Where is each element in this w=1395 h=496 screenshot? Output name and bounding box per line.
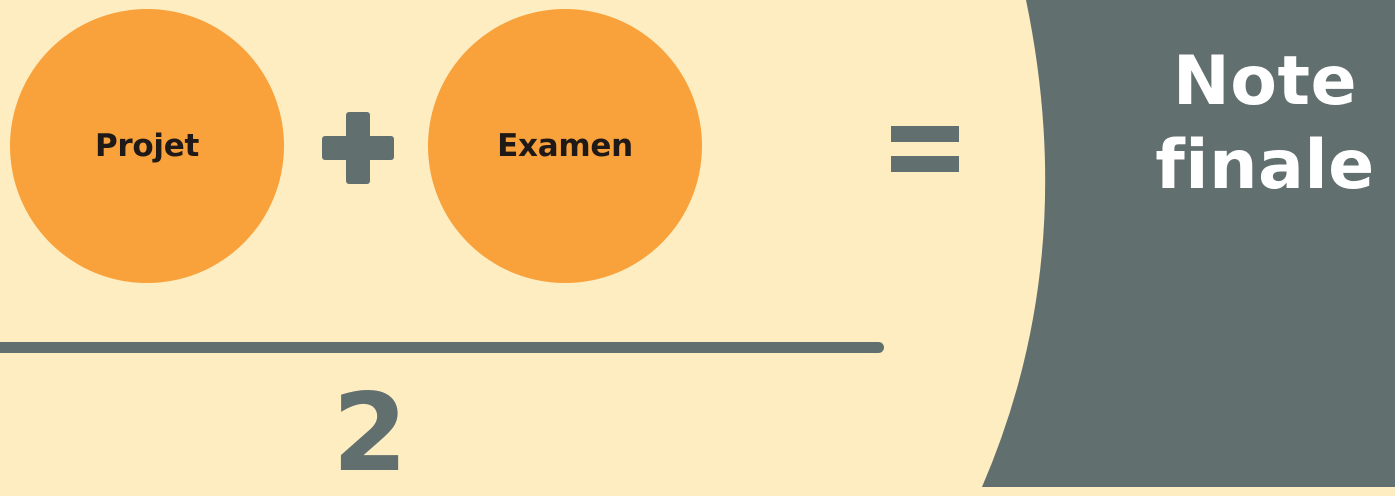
examen-circle: Examen [428, 9, 702, 283]
examen-label: Examen [497, 128, 633, 164]
result-panel-shape [982, 0, 1395, 487]
equals-sign-top-bar [891, 126, 959, 142]
fraction-bar [0, 342, 884, 353]
equals-sign-bottom-bar [891, 156, 959, 172]
result-label: Note finale [1155, 42, 1375, 205]
plus-sign-vertical [346, 112, 370, 184]
projet-circle: Projet [10, 9, 284, 283]
projet-label: Projet [95, 128, 199, 164]
denominator: 2 [332, 371, 408, 496]
